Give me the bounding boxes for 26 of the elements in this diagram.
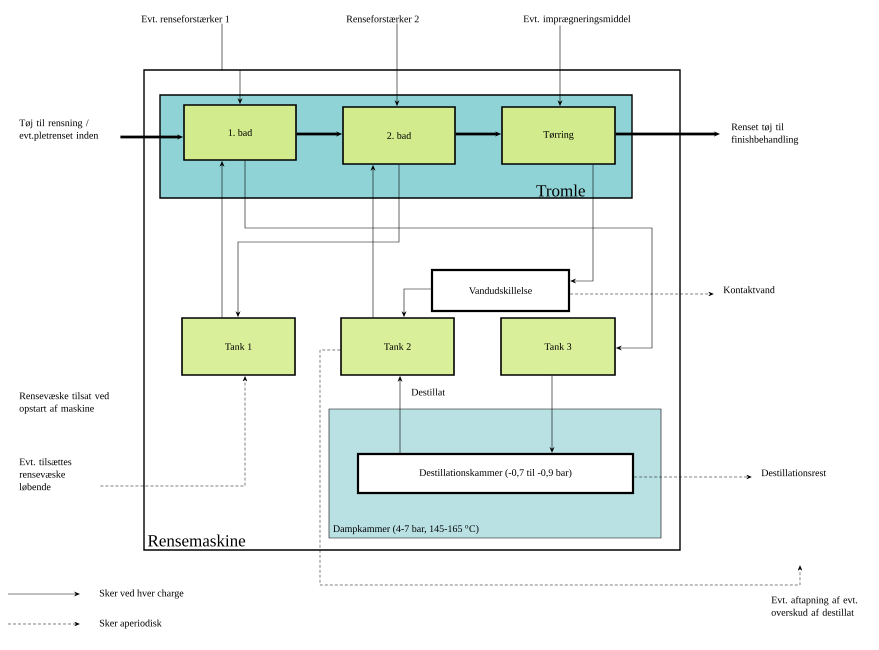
dashed-arrow: [570, 292, 714, 296]
arrow: [244, 160, 652, 351]
dashed-arrow: [320, 350, 802, 586]
tank-box: Tank 3: [500, 317, 616, 376]
legend-text: Sker ved hver charge: [100, 589, 184, 599]
flow-text: Renseforstærker 2: [346, 15, 419, 22]
flow-text: Evt. tilsættes rensevæske løbende: [19, 458, 72, 491]
dashed-arrow: [634, 474, 752, 480]
flow-text: Evt. renseforstærker 1: [142, 15, 230, 22]
legend-text: Sker aperiodisk: [100, 619, 162, 629]
dashed-arrow: [100, 376, 248, 486]
process-box: Tørring: [501, 106, 616, 165]
process-box: 2. bad: [342, 106, 456, 165]
note-text: Rensevæske tilsat ved opstart af maskine: [20, 392, 110, 414]
flow-text: Kontaktvand: [723, 286, 775, 294]
tank-box: Tank 1: [181, 317, 296, 376]
tank-box: Tank 2: [340, 317, 455, 376]
note-text: Evt. aftapning af evt. overskud af destillat: [771, 596, 858, 616]
edge-label: Destillat: [410, 387, 446, 396]
chamber-box: Destillationskammer (-0,7 til -0,9 bar): [356, 452, 634, 494]
flow-text: Evt. imprægneringsmiddel: [523, 15, 630, 24]
flow-text: Renset tøj til finishbehandling: [731, 123, 798, 145]
process-box: 1. bad: [183, 104, 297, 161]
flow-text: Tøj til rensning / evt.pletrenset inden: [19, 119, 98, 141]
separator-box: Vandudskillelse: [430, 268, 570, 312]
flow-text: Destillationsrest: [761, 469, 826, 476]
